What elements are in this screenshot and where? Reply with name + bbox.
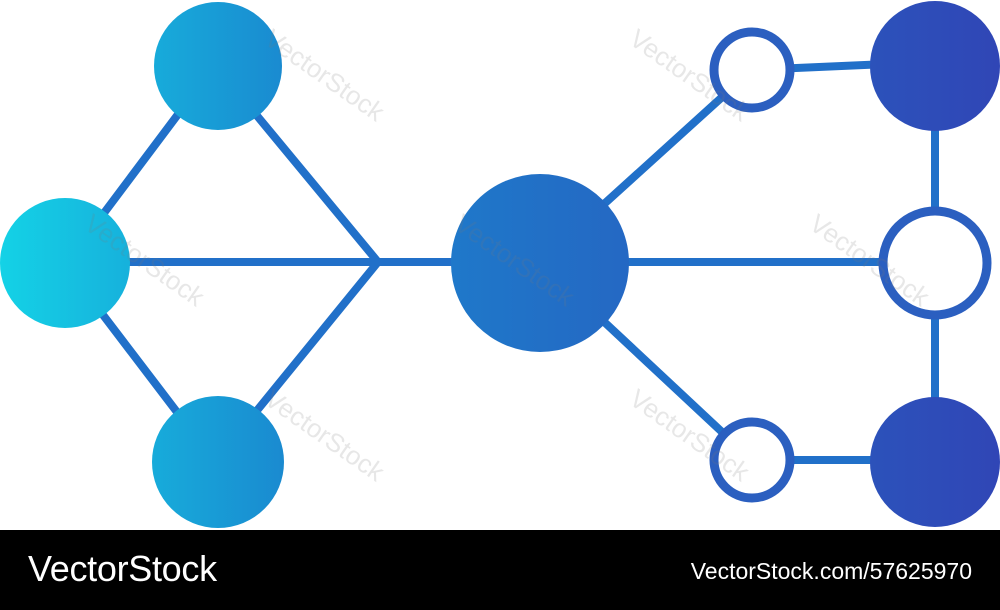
- node-left-top: [154, 2, 282, 130]
- hollow-node-lower: [709, 417, 795, 503]
- node-top-right: [870, 1, 1000, 131]
- hollow-nodes: [709, 27, 992, 503]
- hollow-node-right: [878, 206, 992, 320]
- node-bottom-right: [870, 397, 1000, 527]
- node-left: [0, 198, 130, 328]
- node-center: [451, 174, 629, 352]
- footer-brand: VectorStock: [28, 548, 217, 589]
- hollow-node-upper: [709, 27, 795, 113]
- network-diagram: [0, 1, 1000, 528]
- footer-image-id: VectorStock.com/57625970: [690, 558, 972, 584]
- solid-nodes: [0, 1, 1000, 528]
- node-left-bottom: [152, 396, 284, 528]
- footer-bar: VectorStock VectorStock.com/57625970: [0, 530, 1000, 610]
